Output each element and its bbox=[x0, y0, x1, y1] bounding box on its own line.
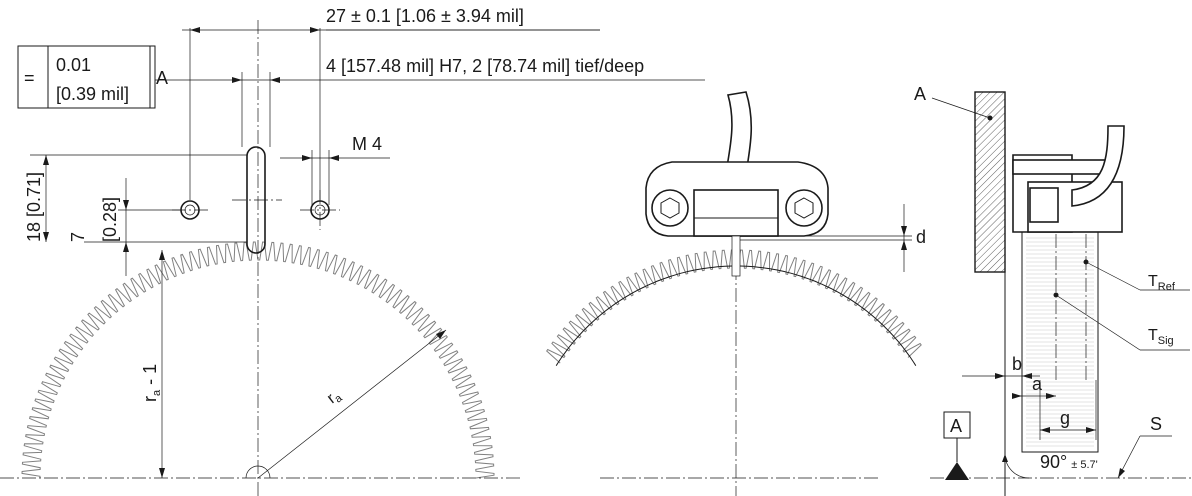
datum-box-label: A bbox=[950, 416, 962, 436]
datum-a-box bbox=[943, 411, 971, 439]
dim-g-label: g bbox=[1060, 408, 1070, 428]
sensor-top-flange bbox=[1012, 159, 1114, 175]
gear-teeth-left bbox=[21, 241, 495, 479]
geometric-tolerance-frame: = 0.01 [0.39 mil] A bbox=[17, 45, 168, 109]
screw-head-left bbox=[651, 189, 689, 227]
tolerance-value: 0.01 bbox=[56, 55, 91, 75]
right-view: A TRef TSig b a g A bbox=[914, 84, 1192, 496]
angle-label: 90°± 5.7' bbox=[1040, 452, 1098, 472]
dimension-27-label: 27 ± 0.1 [1.06 ± 3.94 mil] bbox=[326, 6, 524, 26]
gap-d-label: d bbox=[916, 227, 926, 247]
gear-tooth-lines bbox=[1026, 237, 1094, 447]
sensor-side-cable bbox=[1071, 125, 1125, 207]
screw-side bbox=[1029, 187, 1059, 223]
sensor-marker bbox=[731, 235, 741, 277]
angle-arc bbox=[1004, 453, 1030, 479]
radius-label: ra bbox=[324, 386, 345, 409]
t-ref-label: TRef bbox=[1148, 273, 1176, 293]
gear-side-profile bbox=[1021, 231, 1099, 453]
tolerance-value-inch: [0.39 mil] bbox=[56, 84, 129, 104]
dim-a-label: a bbox=[1032, 374, 1043, 394]
radius-minus-one-label: ra - 1 bbox=[140, 364, 163, 402]
dimension-18-label: 18 [0.71] bbox=[24, 172, 44, 242]
mounting-wall-hatched bbox=[974, 91, 1006, 273]
symmetry-symbol: = bbox=[24, 68, 35, 88]
sensor-center-block bbox=[693, 189, 779, 237]
t-sig-label: TSig bbox=[1148, 327, 1174, 347]
left-view: 27 ± 0.1 [1.06 ± 3.94 mil] 4 [157.48 mil… bbox=[0, 6, 705, 496]
thread-m4-label: M 4 bbox=[352, 134, 382, 154]
hex-socket-right-icon bbox=[794, 197, 814, 219]
tolerance-datum: A bbox=[156, 68, 168, 88]
dimension-7-inch-label: [0.28] bbox=[100, 197, 120, 242]
hex-socket-left-icon bbox=[660, 197, 680, 219]
gear-center-arc bbox=[245, 465, 271, 479]
datum-a-label: A bbox=[914, 84, 926, 104]
slot-dimension-label: 4 [157.48 mil] H7, 2 [78.74 mil] tief/de… bbox=[326, 56, 644, 76]
surface-s-label: S bbox=[1150, 414, 1162, 434]
datum-triangle-icon bbox=[945, 462, 969, 480]
screw-head-right bbox=[785, 189, 823, 227]
dimension-7-label: 7 bbox=[68, 232, 88, 242]
dim-b-label: b bbox=[1012, 354, 1022, 374]
middle-view: d bbox=[546, 91, 926, 496]
